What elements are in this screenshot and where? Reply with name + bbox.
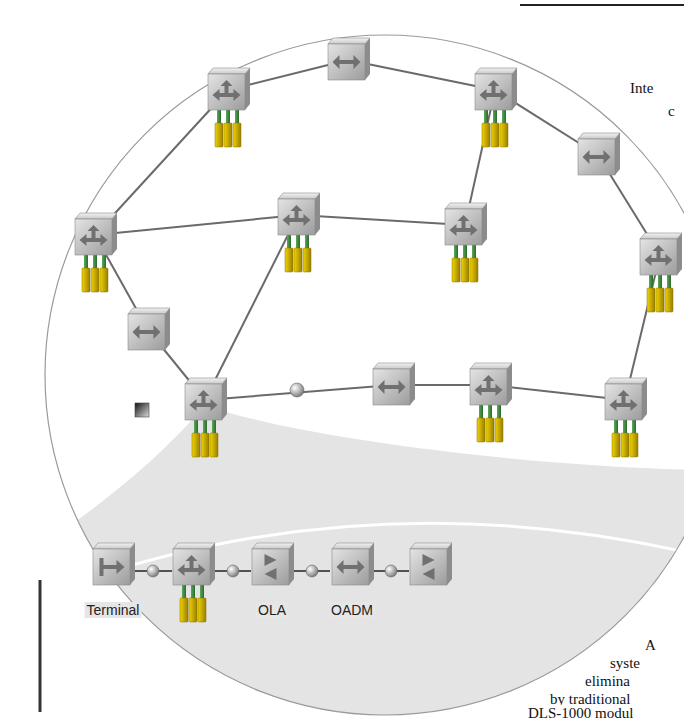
ola-double-icon bbox=[328, 38, 370, 80]
equipment-label: OLA bbox=[256, 602, 288, 618]
ola-double-icon bbox=[578, 133, 620, 175]
equipment-node: Terminal bbox=[91, 543, 135, 587]
body-text-fragment: elimina bbox=[585, 673, 630, 690]
roadm-icon bbox=[75, 213, 117, 292]
link-dot bbox=[227, 565, 239, 577]
terminal-icon bbox=[93, 543, 135, 585]
equipment-node: OADM bbox=[330, 543, 374, 587]
ola-double-icon bbox=[128, 308, 170, 350]
roadm-icon bbox=[173, 543, 215, 622]
body-text-fragment: c bbox=[668, 103, 675, 120]
amplifier-icon bbox=[410, 543, 452, 585]
link-dot bbox=[290, 383, 304, 397]
roadm-icon bbox=[278, 193, 320, 272]
link-dot bbox=[385, 565, 397, 577]
zoom-circle bbox=[45, 35, 684, 715]
equipment-label: Terminal bbox=[85, 602, 142, 618]
equipment-node: OLA bbox=[250, 543, 294, 587]
ola-double-icon bbox=[332, 543, 374, 585]
equipment-label: OADM bbox=[329, 602, 375, 618]
ola-double-icon bbox=[373, 363, 415, 405]
link-dot bbox=[147, 565, 159, 577]
roadm-icon bbox=[475, 68, 517, 147]
body-text-fragment: syste bbox=[610, 655, 640, 672]
side-rule bbox=[39, 580, 42, 712]
fiber-link bbox=[205, 215, 298, 400]
body-text-fragment: DLS-1000 modul bbox=[528, 705, 633, 722]
roadm-icon bbox=[185, 378, 227, 457]
zoom-region bbox=[20, 405, 684, 722]
fiber-link bbox=[348, 60, 495, 90]
top-rule bbox=[520, 4, 684, 6]
amplifier-icon bbox=[252, 543, 294, 585]
fiber-link bbox=[298, 215, 465, 225]
body-text-fragment: Inte bbox=[630, 80, 653, 97]
roadm-icon bbox=[208, 68, 250, 147]
fiber-link bbox=[95, 215, 298, 235]
roadm-icon bbox=[470, 363, 512, 442]
roadm-icon bbox=[605, 378, 647, 457]
link-dot bbox=[306, 565, 318, 577]
roadm-icon bbox=[445, 203, 487, 282]
body-text-fragment: A bbox=[645, 637, 656, 654]
site-marker bbox=[135, 403, 149, 417]
roadm-icon bbox=[640, 233, 682, 312]
zoom-arc bbox=[30, 523, 684, 600]
